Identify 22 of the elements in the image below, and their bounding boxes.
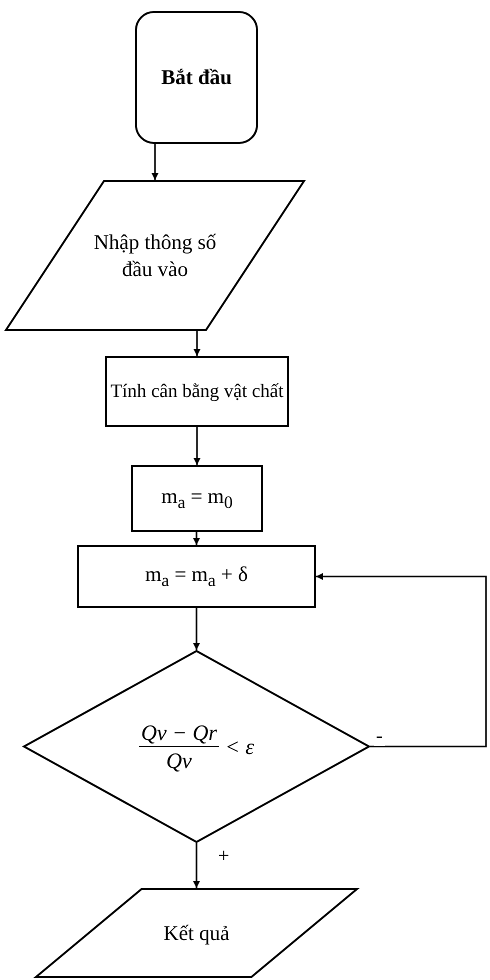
start-terminal	[135, 11, 258, 144]
arrow	[193, 608, 200, 650]
input-output-parallelogram	[5, 180, 305, 331]
arrow	[193, 843, 200, 888]
arrow	[193, 532, 200, 545]
process-box	[77, 545, 316, 608]
fraction-numerator: Qv − Qr	[139, 718, 219, 747]
process-box	[131, 465, 263, 532]
arrow	[152, 144, 158, 180]
arrow	[316, 573, 487, 748]
process-box	[105, 356, 289, 427]
fraction-denominator: Qv	[166, 747, 192, 774]
process-text: m$_{a}$ = m$_{a}$ + δ	[145, 560, 248, 592]
process-text: m$_{a}$ = m$_{0}$	[161, 482, 233, 514]
condition-text: < ε	[224, 732, 254, 760]
io-text: Kết quả	[162, 920, 230, 946]
input-output-parallelogram	[35, 888, 358, 978]
process-text: Tính cân bằng vật chất	[110, 380, 284, 404]
arrow	[194, 427, 200, 465]
io-text: Nhập thông số đầu vào	[92, 229, 218, 282]
arrow	[194, 331, 200, 356]
terminal-text: Bắt đầu	[161, 64, 232, 91]
